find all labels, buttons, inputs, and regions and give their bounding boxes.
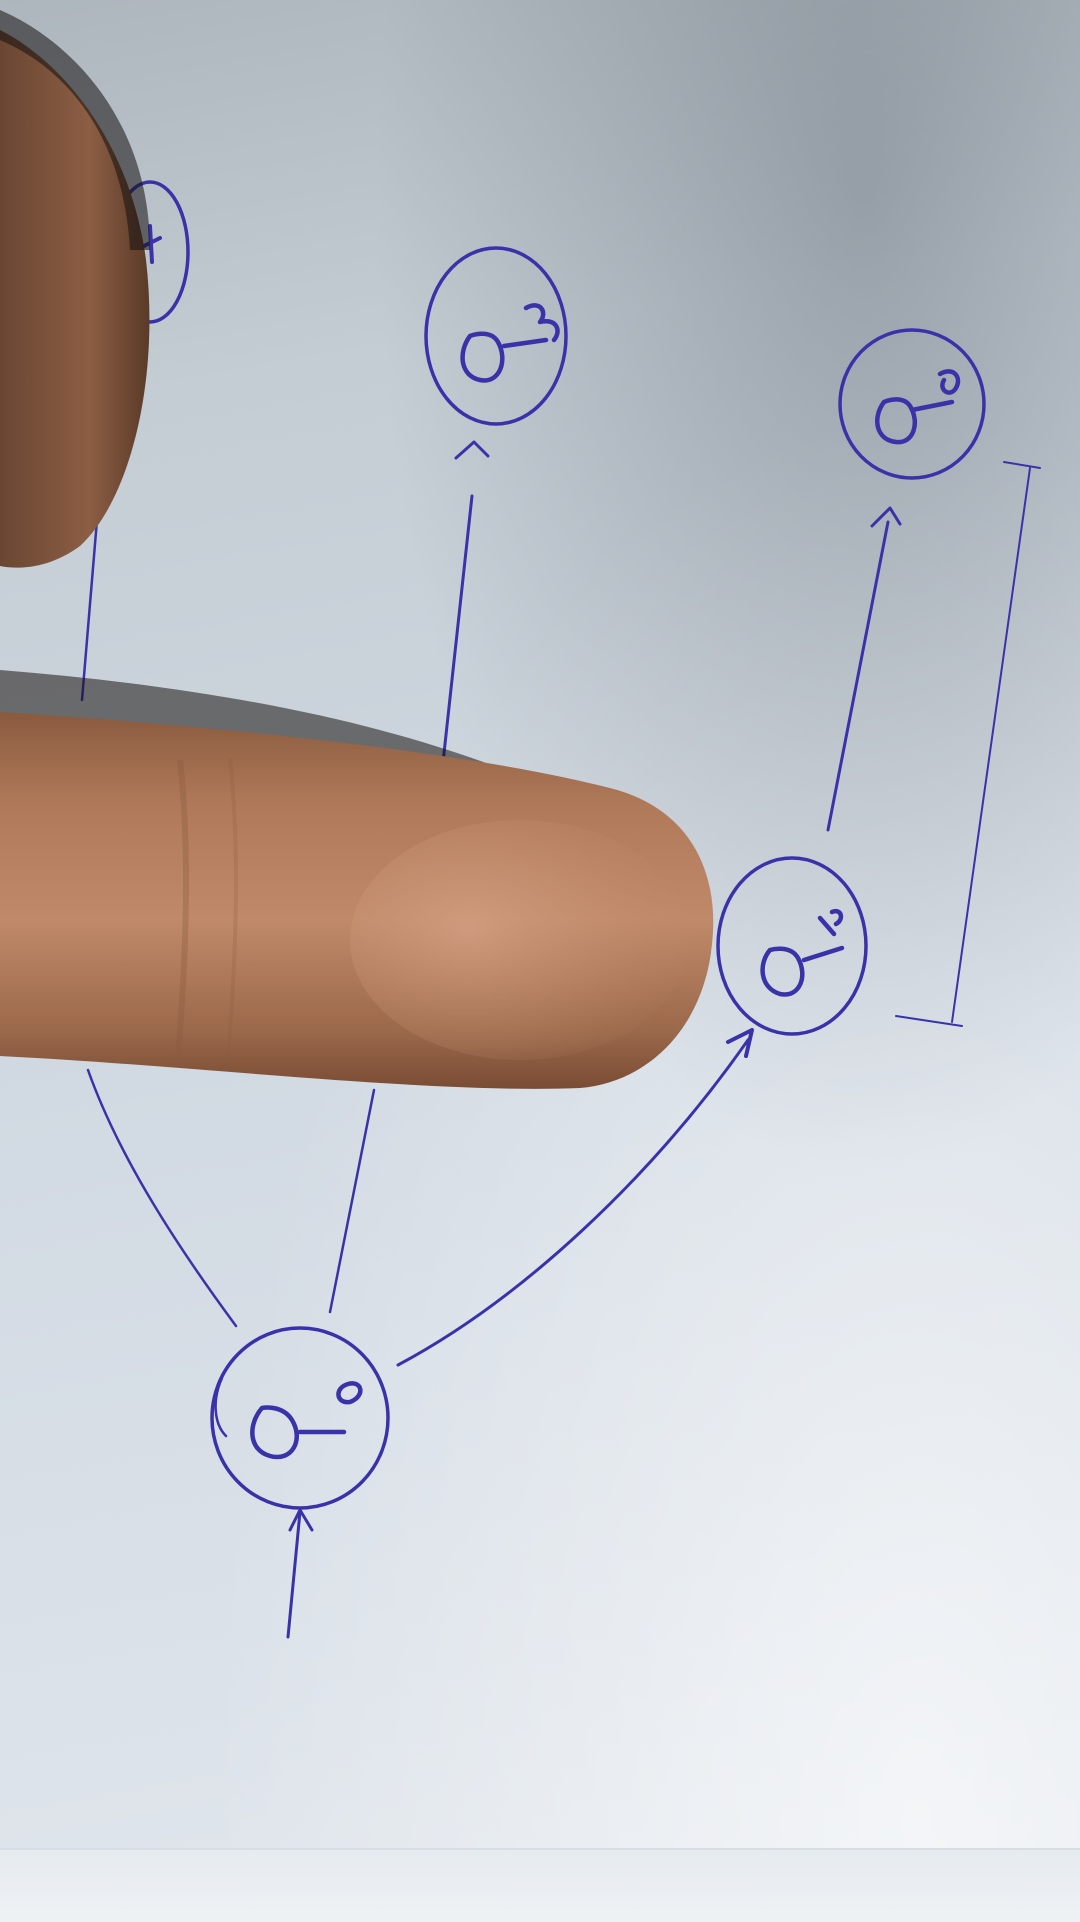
node-q1-label-glyph bbox=[760, 908, 845, 997]
bracket-line bbox=[951, 467, 1031, 1023]
edge-q1-q3 bbox=[826, 520, 890, 832]
node-q3-label-glyph bbox=[875, 369, 961, 445]
thumb-shadow bbox=[0, 10, 150, 250]
bracket-top-tick bbox=[1003, 461, 1041, 469]
node-q0 bbox=[210, 1326, 390, 1510]
bracket-bottom-tick bbox=[895, 1015, 963, 1027]
thumb bbox=[0, 30, 150, 568]
edge-to-q4 bbox=[80, 506, 100, 702]
node-q2-label-glyph bbox=[460, 303, 560, 383]
node-q1 bbox=[716, 856, 868, 1036]
edge-q0-up bbox=[328, 1088, 376, 1314]
edge-q0-q1 bbox=[396, 1038, 750, 1367]
edge-q0-left bbox=[86, 1068, 238, 1328]
finger-knuckle-crease-2 bbox=[226, 757, 238, 1059]
edge-to-q2-arrowhead bbox=[454, 440, 490, 460]
start-arrow bbox=[286, 1510, 302, 1639]
finger-knuckle-crease bbox=[175, 759, 189, 1057]
node-q2 bbox=[424, 246, 568, 426]
edge-q0-q1-arrowhead bbox=[726, 1028, 754, 1058]
start-arrowhead bbox=[288, 1508, 314, 1532]
node-q3 bbox=[838, 328, 986, 480]
edge-to-q2 bbox=[438, 494, 474, 792]
node-q0-label-glyph bbox=[250, 1381, 363, 1460]
fingertip-highlight bbox=[350, 820, 690, 1060]
paper-edge bbox=[0, 1848, 1080, 1922]
edge-q1-q3-arrowhead bbox=[870, 506, 902, 528]
node-q0-extra-stroke bbox=[214, 1376, 228, 1438]
